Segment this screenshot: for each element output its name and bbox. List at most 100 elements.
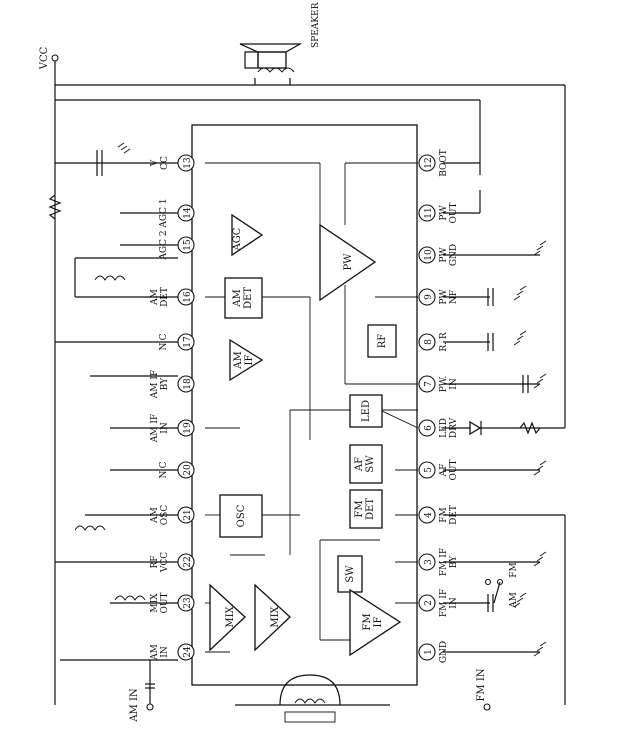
pin-22-label-line-2: VCC — [160, 552, 170, 573]
block-af-sw — [349, 444, 383, 484]
speaker-label: SPEAKER — [311, 2, 321, 48]
pin-23-label-line-1: MIX — [150, 593, 160, 613]
pin-4-label-line-1: FM — [439, 507, 449, 522]
pin-16-label-line-2: DET — [160, 287, 170, 307]
led-label: LED — [361, 400, 372, 422]
pin-13-number: 13 — [183, 157, 193, 169]
switch-fm-label: FM — [509, 562, 519, 577]
mix-1-label: MIX — [225, 605, 236, 627]
pin-4-number: 4 — [424, 512, 434, 518]
pin-22-label-line-1: RF — [150, 555, 160, 568]
am-if-label-line-1: AM — [233, 351, 244, 369]
pin-21-label-line-2: OSC — [160, 505, 170, 526]
block-rf — [367, 324, 397, 358]
block-osc — [219, 494, 263, 538]
pin-2-number: 2 — [424, 600, 434, 606]
pin-8-label: R. R — [439, 332, 449, 351]
pin-11-number: 11 — [424, 207, 434, 218]
pin-10-number: 10 — [424, 249, 434, 261]
pin-3-number: 3 — [424, 559, 434, 565]
fm-if-label-line-1: FM — [362, 613, 373, 630]
sw-label: SW — [345, 565, 356, 583]
pin-23-label-line-2: OUT — [160, 593, 170, 614]
pin-13-label-line-1: V — [150, 159, 160, 167]
pin-22-number: 22 — [183, 556, 193, 567]
osc-label: OSC — [236, 504, 247, 527]
block-pw — [319, 223, 377, 302]
pin-5-label-line-1: AF — [439, 464, 449, 478]
pin-4-label-line-2: DET — [449, 505, 459, 525]
block-am-if — [229, 338, 264, 382]
block-fm-det — [349, 489, 383, 529]
pin-21-number: 21 — [183, 509, 193, 520]
fm-if-label-line-2: IF — [373, 616, 384, 627]
am-det-label-line-1: AM — [232, 289, 243, 307]
vcc-label: VCC — [39, 46, 50, 70]
pin-17-label: N.C — [159, 333, 169, 350]
mix-2-label: MIX — [270, 605, 281, 627]
pin-10-label-line-2: GND — [449, 244, 459, 266]
rf-label: RF — [377, 334, 388, 349]
pin-19-number: 19 — [183, 422, 193, 434]
wiring — [54, 58, 566, 706]
pin-14-number: 14 — [183, 207, 193, 219]
fm-det-label-line-2: DET — [365, 498, 376, 520]
pin-23-number: 23 — [183, 597, 193, 609]
pin-1-number: 1 — [424, 649, 434, 655]
pin-13-label-line-2: CC — [160, 156, 170, 170]
ground-symbols — [117, 142, 547, 657]
pin-11-label-line-1: PW — [439, 205, 449, 221]
pin-24-label-line-1: AM — [150, 644, 160, 661]
block-mix-2 — [254, 583, 291, 652]
pin-11-label-line-2: OUT — [449, 203, 459, 224]
pin-5-label-line-2: OUT — [449, 460, 459, 481]
block-led — [349, 394, 383, 428]
pin-9-label-line-1: PW — [439, 289, 449, 305]
pin-6-label-line-2: DRV — [449, 417, 459, 438]
block-agc: AGC — [231, 213, 264, 257]
pin-21-label-line-1: AM — [150, 507, 160, 524]
pin-8-number: 8 — [424, 339, 434, 345]
block-fm-if — [349, 588, 402, 657]
pin-17-number: 17 — [183, 336, 193, 348]
pin-18-number: 18 — [183, 378, 193, 390]
pin-16-number: 16 — [183, 291, 193, 303]
pin-6-number: 6 — [424, 425, 434, 431]
pin-circles — [177, 154, 436, 661]
pin-3-label-line-2: BY — [449, 555, 459, 568]
pin-16-label-line-1: AM — [150, 289, 160, 306]
pin-24-label-line-2: IN — [160, 646, 170, 658]
pin-24-number: 24 — [183, 646, 193, 658]
pin-2-label-line-1: FM IF — [439, 589, 449, 617]
pin-12-label: BOOT — [439, 149, 449, 177]
fm-det-label-line-1: FM — [354, 500, 365, 517]
af-sw-label-line-1: AF — [354, 457, 365, 472]
pin-20-label: N.C — [159, 461, 169, 478]
block-sw — [337, 555, 363, 593]
pin-6-label-line-1: LED — [439, 418, 449, 438]
pin-7-label-line-2: IN — [449, 378, 459, 390]
pw-label: PW — [343, 253, 354, 271]
pin-7-number: 7 — [424, 381, 434, 387]
am-det-label-line-2: DET — [243, 287, 254, 309]
components — [48, 43, 541, 723]
pin-5-number: 5 — [424, 467, 434, 473]
internal-wiring — [205, 162, 419, 653]
pin-2-label-line-2: IN — [449, 597, 459, 609]
pin-9-number: 9 — [424, 294, 434, 300]
pin-10-label-line-1: PW — [439, 247, 449, 263]
fm-in-label: FM IN — [476, 668, 487, 701]
pin-3-label-line-1: FM IF — [439, 548, 449, 576]
pin-18-label-line-2: BY — [160, 377, 170, 390]
af-sw-label-line-2: SW — [365, 455, 376, 473]
pin-15-label: AGC 2 — [159, 230, 169, 260]
pin-14-label: AGC 1 — [159, 198, 169, 228]
am-in-label: AM IN — [129, 688, 140, 723]
pin-12-number: 12 — [424, 157, 434, 168]
agc-label: AGC — [232, 227, 243, 251]
pin-20-number: 20 — [183, 464, 193, 476]
pin-19-label-line-2: IN — [160, 422, 170, 434]
switch-am-label: AM — [509, 592, 519, 609]
